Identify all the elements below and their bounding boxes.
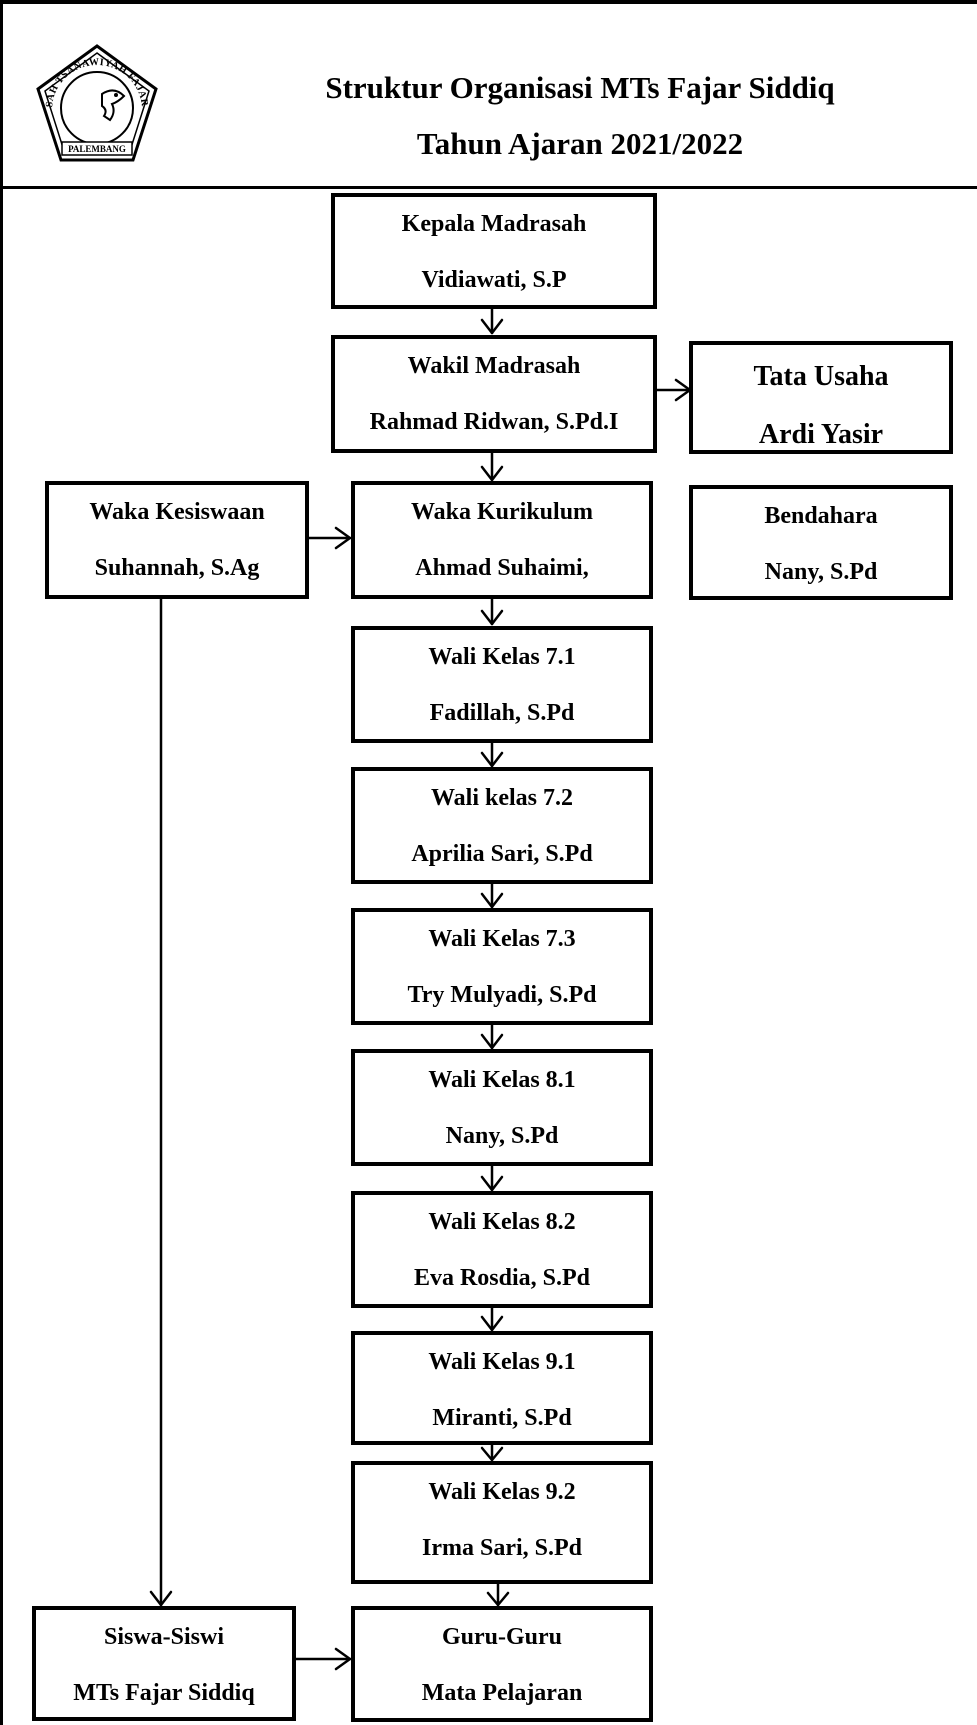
node-role: Wali Kelas 8.2 — [428, 1209, 576, 1235]
node-wali-kelas-8-2[interactable]: Wali Kelas 8.2 Eva Rosdia, S.Pd — [351, 1191, 653, 1308]
node-role: Wali kelas 7.2 — [430, 785, 574, 811]
arrow-kesiswaan-to-siswa — [149, 597, 173, 1607]
node-role: Wali Kelas 8.1 — [428, 1067, 576, 1093]
node-role: Tata Usaha — [753, 361, 889, 392]
header-divider — [0, 186, 977, 189]
school-logo: MADRASAH TSANAWIYAH FAJAR SIDDIQ PALEMBA… — [32, 42, 158, 162]
node-person: Ardi Yasir — [758, 419, 884, 450]
node-wali-kelas-7-3[interactable]: Wali Kelas 7.3 Try Mulyadi, S.Pd — [351, 908, 653, 1025]
node-waka-kurikulum[interactable]: Waka Kurikulum Ahmad Suhaimi, — [351, 481, 653, 599]
frame-left-border — [0, 0, 3, 1725]
arrow-wali-8-2-to-9-1 — [480, 1303, 504, 1332]
node-role: Waka Kesiswaan — [89, 499, 265, 525]
node-guru-guru[interactable]: Guru-Guru Mata Pelajaran — [351, 1606, 653, 1722]
node-wali-kelas-7-2[interactable]: Wali kelas 7.2 Aprilia Sari, S.Pd — [351, 767, 653, 884]
node-person: Rahmad Ridwan, S.Pd.I — [369, 409, 619, 435]
arrow-wali-7-2-to-7-3 — [480, 880, 504, 909]
node-person: Ahmad Suhaimi, — [415, 555, 589, 581]
logo-city-text: PALEMBANG — [68, 144, 126, 154]
node-role: Wali Kelas 9.2 — [428, 1479, 576, 1505]
node-wali-kelas-9-1[interactable]: Wali Kelas 9.1 Miranti, S.Pd — [351, 1331, 653, 1445]
node-role: Kepala Madrasah — [401, 211, 587, 237]
arrow-kepala-to-wakil — [480, 306, 504, 335]
node-role: Guru-Guru — [441, 1624, 563, 1650]
chart-subtitle: Tahun Ajaran 2021/2022 — [416, 126, 744, 161]
node-person: Eva Rosdia, S.Pd — [413, 1265, 591, 1291]
node-person: Aprilia Sari, S.Pd — [411, 841, 593, 867]
arrow-siswa-to-guru — [294, 1647, 352, 1671]
node-person: Miranti, S.Pd — [432, 1405, 572, 1431]
node-role: Wali Kelas 7.3 — [428, 926, 576, 952]
arrow-kurikulum-to-wali-7-1 — [480, 594, 504, 626]
node-kepala-madrasah[interactable]: Kepala Madrasah Vidiawati, S.P — [331, 193, 657, 309]
node-role: Waka Kurikulum — [410, 499, 594, 525]
arrow-wali-9-1-to-9-2 — [480, 1441, 504, 1462]
node-role: Siswa-Siswi — [103, 1624, 225, 1650]
chart-title: Struktur Organisasi MTs Fajar Siddiq — [325, 70, 835, 105]
arrow-wakil-to-kurikulum — [480, 451, 504, 482]
node-bendahara[interactable]: Bendahara Nany, S.Pd — [689, 485, 953, 600]
arrow-wali-9-2-to-guru — [486, 1581, 510, 1607]
node-tata-usaha[interactable]: Tata Usaha Ardi Yasir — [689, 341, 953, 454]
node-wali-kelas-9-2[interactable]: Wali Kelas 9.2 Irma Sari, S.Pd — [351, 1461, 653, 1584]
node-person: MTs Fajar Siddiq — [73, 1680, 255, 1706]
node-person: Fadillah, S.Pd — [429, 700, 575, 726]
node-role: Bendahara — [764, 503, 878, 529]
node-person: Vidiawati, S.P — [421, 267, 567, 293]
node-wali-kelas-8-1[interactable]: Wali Kelas 8.1 Nany, S.Pd — [351, 1049, 653, 1166]
arrow-kesiswaan-to-kurikulum — [304, 526, 352, 550]
node-role: Wali Kelas 9.1 — [428, 1349, 576, 1375]
node-wali-kelas-7-1[interactable]: Wali Kelas 7.1 Fadillah, S.Pd — [351, 626, 653, 743]
arrow-wali-7-3-to-8-1 — [480, 1021, 504, 1050]
arrow-wali-7-1-to-7-2 — [480, 740, 504, 768]
node-person: Irma Sari, S.Pd — [421, 1535, 582, 1561]
node-person: Mata Pelajaran — [421, 1680, 583, 1706]
node-person: Try Mulyadi, S.Pd — [407, 982, 597, 1008]
node-role: Wali Kelas 7.1 — [428, 644, 576, 670]
node-person: Suhannah, S.Ag — [94, 555, 260, 581]
frame-top-border — [0, 0, 977, 4]
node-siswa-siswi[interactable]: Siswa-Siswi MTs Fajar Siddiq — [32, 1606, 296, 1721]
node-wakil-madrasah[interactable]: Wakil Madrasah Rahmad Ridwan, S.Pd.I — [331, 335, 657, 453]
node-waka-kesiswaan[interactable]: Waka Kesiswaan Suhannah, S.Ag — [45, 481, 309, 599]
arrow-wakil-to-tata-usaha — [652, 378, 692, 402]
node-role: Wakil Madrasah — [407, 353, 581, 379]
arrow-wali-8-1-to-8-2 — [480, 1161, 504, 1192]
node-person: Nany, S.Pd — [445, 1123, 559, 1149]
node-person: Nany, S.Pd — [764, 559, 878, 585]
